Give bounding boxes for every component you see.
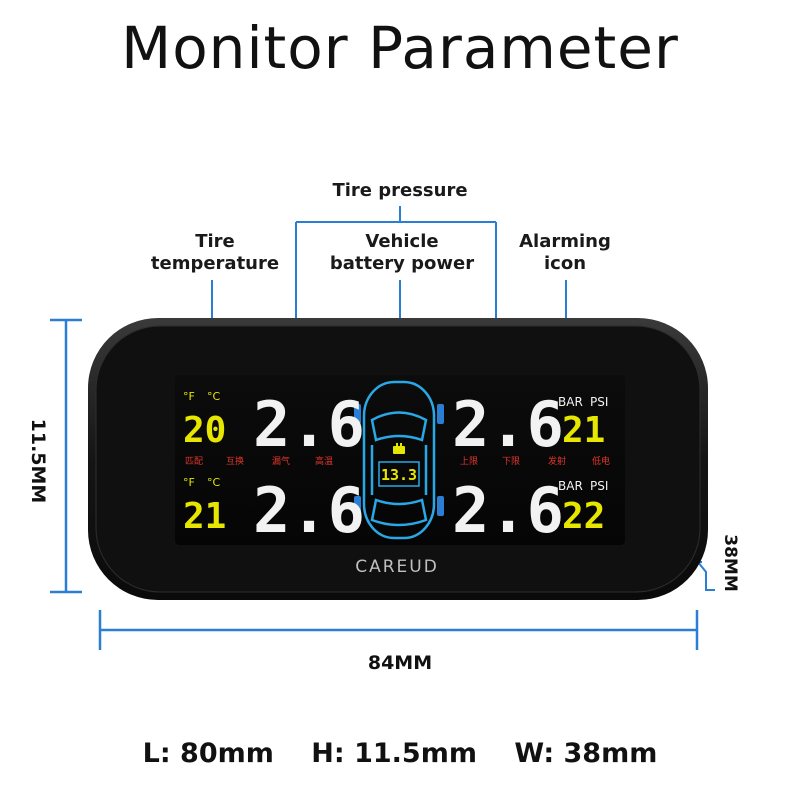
rear-right-unit-bar: BAR: [558, 479, 583, 493]
tire-temperature-label-line1: Tire: [195, 231, 235, 252]
spec-length: L: 80mm: [142, 738, 274, 769]
spec-height: H: 11.5mm: [311, 738, 477, 769]
car-icon: [362, 380, 436, 540]
tire-temperature-label: Tire temperature: [140, 231, 290, 275]
status-match: 匹配: [185, 456, 203, 467]
status-lower-limit: 下限: [502, 456, 520, 467]
wheel-indicators: [354, 404, 444, 516]
alarming-icon-label-line1: Alarming: [519, 231, 611, 252]
specs-row: L: 80mm H: 11.5mm W: 38mm: [0, 738, 800, 769]
length-dimension-label: 84MM: [367, 652, 433, 674]
rear-right-pressure: 2.6: [452, 474, 564, 547]
status-low-power: 低电: [592, 455, 610, 467]
battery-power-label: Vehicle battery power: [312, 231, 492, 275]
status-leak: 漏气: [272, 455, 290, 467]
front-right-pressure: 2.6: [452, 388, 564, 461]
width-dimension-label: 38MM: [720, 534, 740, 592]
rear-left-pressure: 2.6: [253, 474, 365, 547]
tire-pressure-label-text: Tire pressure: [332, 180, 468, 201]
spec-width: W: 38mm: [514, 738, 658, 769]
front-right-unit-psi: PSI: [590, 395, 608, 409]
front-left-temperature: 20: [183, 410, 226, 451]
lcd-screen: [175, 375, 625, 545]
front-right-unit-bar: BAR: [558, 395, 583, 409]
front-left-pressure: 2.6: [253, 388, 365, 461]
rear-left-temp-unit-f: °F: [183, 476, 195, 489]
length-dimension-line: [98, 610, 699, 650]
front-left-temp-unit-f: °F: [183, 390, 195, 403]
page-title: Monitor Parameter: [121, 14, 679, 82]
brand-logo: CAREUD: [355, 557, 439, 577]
battery-power-label-line1: Vehicle: [365, 231, 439, 252]
front-right-temperature: 21: [562, 410, 605, 451]
front-left-temp-unit-c: °C: [207, 390, 221, 403]
battery-power-label-line2: battery power: [329, 253, 475, 274]
rear-left-temp-unit-c: °C: [207, 476, 221, 489]
height-dimension-label: 11.5MM: [27, 418, 49, 504]
status-transmit: 发射: [548, 455, 566, 467]
rear-right-temperature: 22: [562, 496, 605, 537]
battery-icon: [393, 443, 405, 454]
status-swap: 互换: [226, 455, 244, 467]
height-dimension-line: [50, 318, 82, 594]
battery-voltage: 13.3: [381, 466, 417, 484]
alarming-icon-label: Alarming icon: [500, 231, 630, 275]
voltage-frame: [378, 461, 420, 487]
alarming-icon-label-line2: icon: [543, 253, 587, 274]
tire-temperature-label-line2: temperature: [150, 253, 280, 274]
tire-pressure-label: Tire pressure: [290, 180, 510, 202]
status-high-temp: 高温: [315, 455, 333, 467]
rear-left-temperature: 21: [183, 496, 226, 537]
rear-right-unit-psi: PSI: [590, 479, 608, 493]
status-upper-limit: 上限: [460, 456, 478, 467]
